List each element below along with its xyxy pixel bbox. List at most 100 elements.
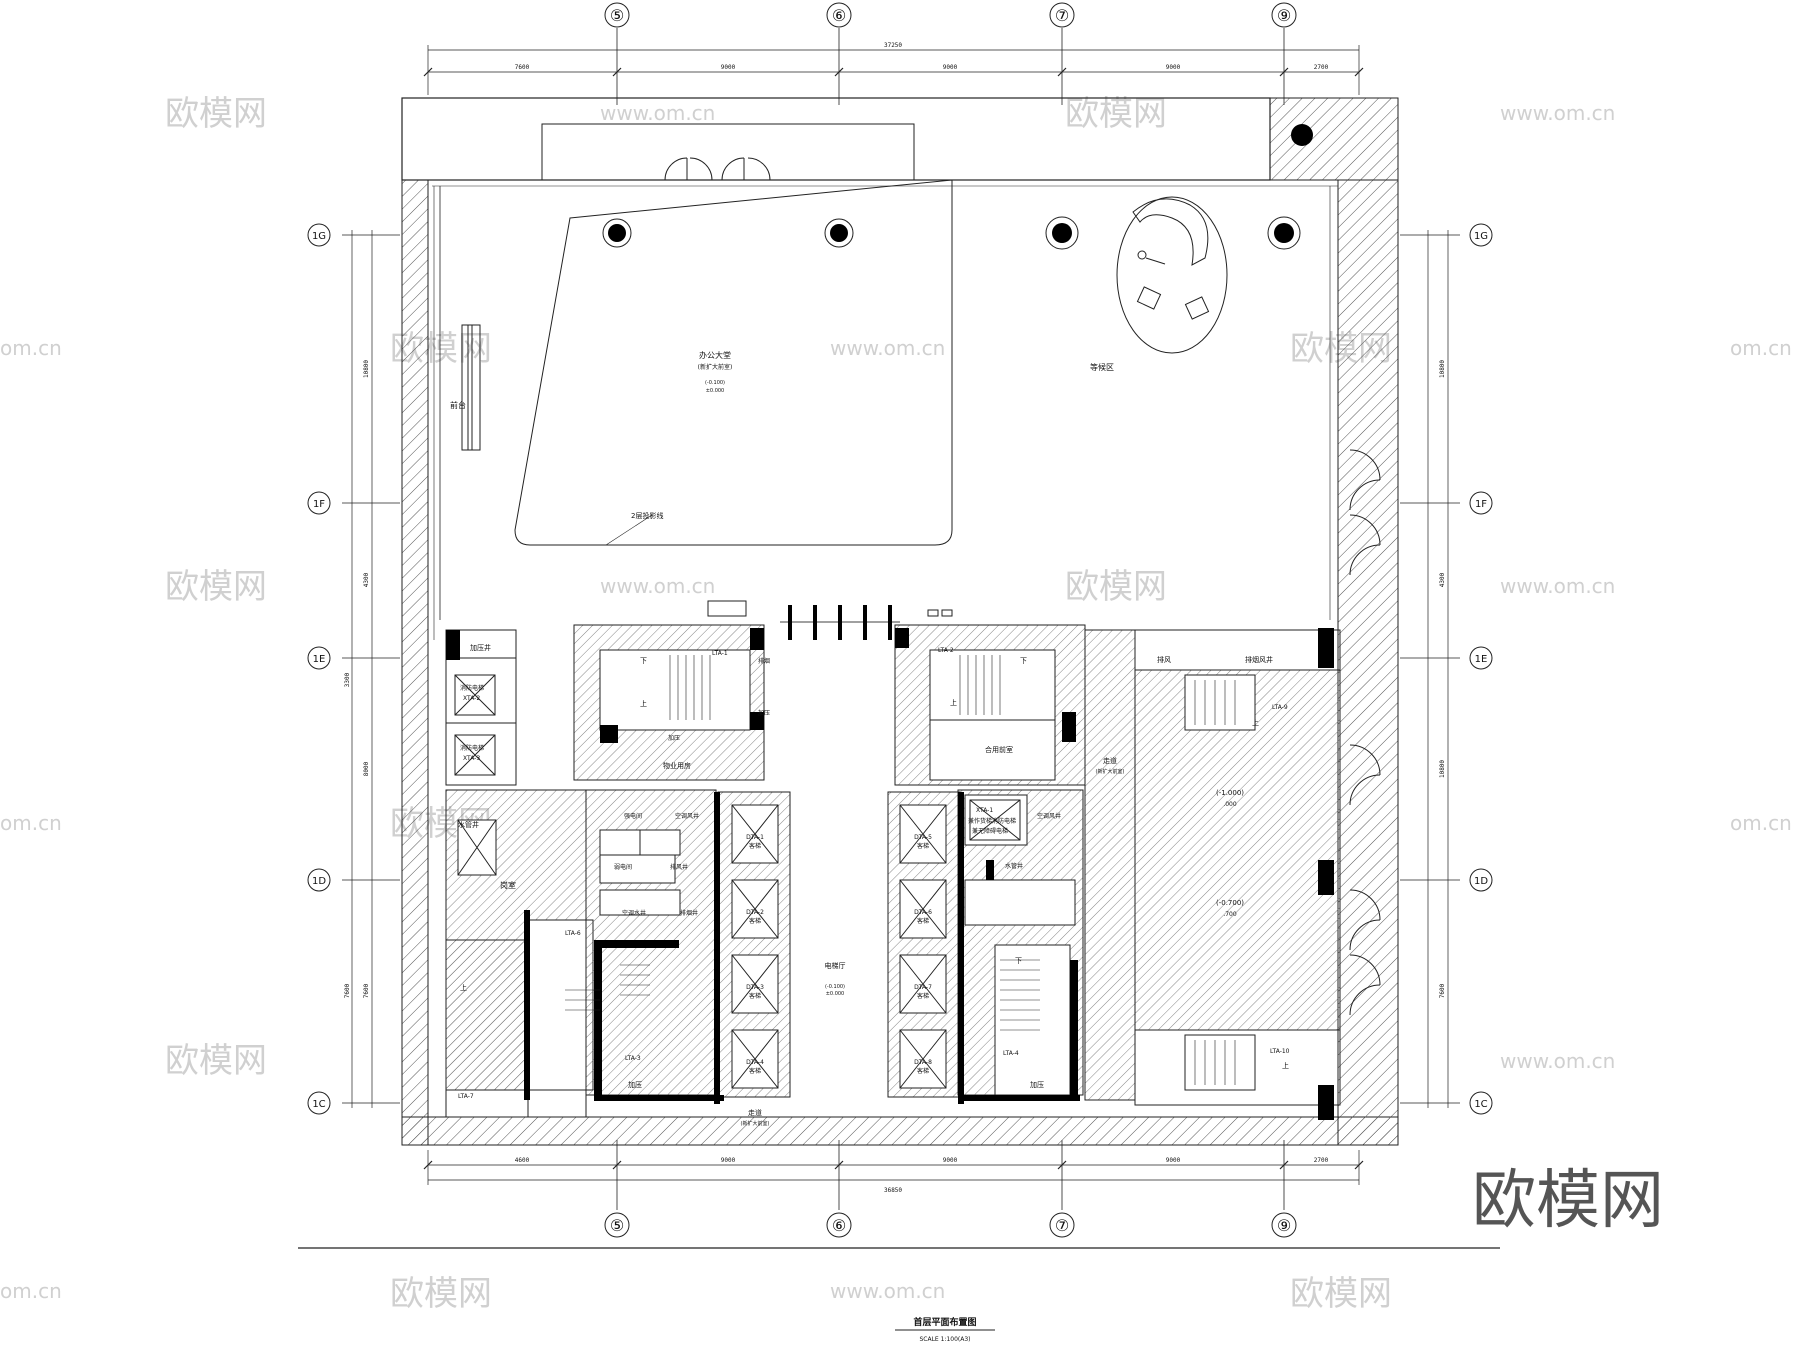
lobby-area	[433, 179, 1331, 640]
svg-text:⑤: ⑤	[610, 1216, 624, 1235]
svg-text:2700: 2700	[1314, 64, 1329, 71]
elevator-hall-label: 电梯厅	[825, 961, 846, 970]
svg-text:37250: 37250	[884, 42, 902, 49]
watermark-brand: 欧模网	[1065, 567, 1167, 607]
svg-text:(新扩大前室): (新扩大前室)	[1096, 768, 1125, 775]
watermark-url: www.om.cn	[600, 574, 715, 598]
svg-text:客梯: 客梯	[749, 842, 761, 850]
svg-text:DTA-1: DTA-1	[746, 834, 764, 841]
waiting-rug	[1116, 196, 1228, 354]
svg-text:XTA-1: XTA-1	[976, 807, 993, 814]
watermark-brand: 欧模网	[390, 1274, 492, 1314]
svg-text:加压: 加压	[628, 1080, 642, 1089]
watermark-url: www.om.cn	[830, 1279, 945, 1303]
brand-logo-watermark: 欧模网	[1472, 1164, 1664, 1238]
watermark-url: www.om.cn	[1500, 1049, 1615, 1073]
svg-text:加压: 加压	[1030, 1080, 1044, 1089]
svg-text:3300: 3300	[344, 672, 351, 687]
svg-text:⑦: ⑦	[1055, 6, 1069, 25]
curved-sofa	[1132, 198, 1209, 266]
svg-text:1C: 1C	[312, 1099, 325, 1110]
watermark-brand: 欧模网	[165, 567, 267, 607]
svg-text:(新扩大前室): (新扩大前室)	[698, 363, 733, 371]
svg-text:物业用房: 物业用房	[663, 761, 691, 770]
svg-text:7600: 7600	[1439, 983, 1446, 998]
svg-text:LTA-7: LTA-7	[458, 1093, 474, 1100]
dimension-ticks	[423, 67, 1364, 1170]
column-round	[1291, 124, 1313, 146]
corridor-label: 走道	[748, 1108, 762, 1117]
watermark-brand: 欧模网	[165, 1041, 267, 1081]
svg-text:9000: 9000	[1166, 1157, 1181, 1164]
svg-text:LTA-3: LTA-3	[625, 1055, 641, 1062]
svg-text:客梯: 客梯	[917, 842, 929, 850]
svg-text:水管井: 水管井	[458, 820, 479, 829]
svg-text:(-0.700): (-0.700)	[1216, 899, 1244, 907]
svg-text:9000: 9000	[943, 64, 958, 71]
stair-treads	[565, 655, 1236, 1085]
dimension-lines	[351, 45, 1449, 1185]
watermark-url: om.cn	[1730, 336, 1792, 360]
reception-counter	[461, 324, 473, 451]
svg-text:DTA-2: DTA-2	[746, 909, 764, 916]
svg-text:4300: 4300	[363, 572, 370, 587]
svg-text:.000: .000	[1223, 801, 1237, 808]
svg-text:±0.000: ±0.000	[826, 991, 845, 997]
svg-text:⑨: ⑨	[1277, 6, 1291, 25]
elevator-cars	[731, 799, 1021, 1089]
grid-axis-lines	[342, 28, 1460, 1210]
svg-text:上: 上	[460, 983, 467, 992]
svg-text:1D: 1D	[1474, 876, 1488, 887]
svg-text:DTA-6: DTA-6	[914, 909, 932, 916]
turnstile-gates	[780, 605, 900, 640]
dimension-values: 37250 7600 9000 9000 9000 2700 36850 460…	[344, 42, 1446, 1194]
svg-text:兼作货梯消防电梯: 兼作货梯消防电梯	[968, 817, 1016, 825]
svg-text:排烟风井: 排烟风井	[1245, 655, 1273, 664]
axis-bubble-bottom: ⑤ ⑥ ⑦ ⑨	[604, 1212, 1297, 1238]
svg-text:DTA-5: DTA-5	[914, 834, 932, 841]
svg-text:±0.000: ±0.000	[706, 388, 725, 394]
svg-text:排烟井: 排烟井	[680, 909, 698, 917]
watermark-url: www.om.cn	[830, 336, 945, 360]
svg-text:(-1.000): (-1.000)	[1216, 789, 1244, 797]
svg-text:空调风井: 空调风井	[675, 812, 699, 820]
svg-text:下: 下	[640, 657, 647, 665]
svg-text:客梯: 客梯	[749, 992, 761, 1000]
svg-text:兼无障碍电梯: 兼无障碍电梯	[972, 827, 1008, 835]
watermark-url: www.om.cn	[600, 101, 715, 125]
axis-bubble-top: ⑤ ⑥ ⑦ ⑨	[604, 2, 1297, 28]
svg-text:⑥: ⑥	[832, 6, 846, 25]
drawing-title: 首层平面布置图	[913, 1316, 976, 1328]
svg-text:9000: 9000	[721, 64, 736, 71]
svg-text:XTA-3: XTA-3	[463, 755, 480, 762]
svg-text:LTA-1: LTA-1	[712, 650, 728, 657]
core-walls	[445, 624, 1341, 1118]
svg-text:上: 上	[640, 699, 647, 708]
svg-text:空调水井: 空调水井	[622, 909, 646, 917]
svg-text:客梯: 客梯	[917, 992, 929, 1000]
svg-text:上: 上	[950, 698, 957, 707]
svg-text:9000: 9000	[721, 1157, 736, 1164]
svg-text:9000: 9000	[1166, 64, 1181, 71]
svg-text:(-0.100): (-0.100)	[705, 380, 725, 386]
svg-text:DTA-4: DTA-4	[746, 1059, 764, 1066]
svg-text:⑤: ⑤	[610, 6, 624, 25]
svg-text:1E: 1E	[1475, 654, 1488, 665]
svg-text:DTA-3: DTA-3	[746, 984, 764, 991]
svg-text:空调风井: 空调风井	[1037, 812, 1061, 820]
watermark-brand: 欧模网	[1065, 94, 1167, 134]
svg-text:DTA-7: DTA-7	[914, 984, 932, 991]
svg-text:LTA-6: LTA-6	[565, 930, 581, 937]
lobby-column-icon	[602, 216, 1301, 250]
svg-text:上: 上	[1282, 1061, 1289, 1070]
svg-text:下: 下	[1020, 657, 1027, 665]
elevator-labels: DTA-1 客梯 DTA-2 客梯 DTA-3 客梯 DTA-4 客梯 DTA-…	[746, 834, 932, 1075]
svg-text:.700: .700	[1223, 911, 1237, 918]
svg-text:排风: 排风	[1157, 655, 1171, 664]
svg-text:合用前室: 合用前室	[985, 745, 1013, 754]
svg-text:10800: 10800	[1439, 360, 1446, 378]
svg-text:⑦: ⑦	[1055, 1216, 1069, 1235]
corridor-right-label: 走道	[1103, 756, 1117, 765]
svg-text:9000: 9000	[943, 1157, 958, 1164]
svg-text:LTA-9: LTA-9	[1272, 704, 1288, 711]
